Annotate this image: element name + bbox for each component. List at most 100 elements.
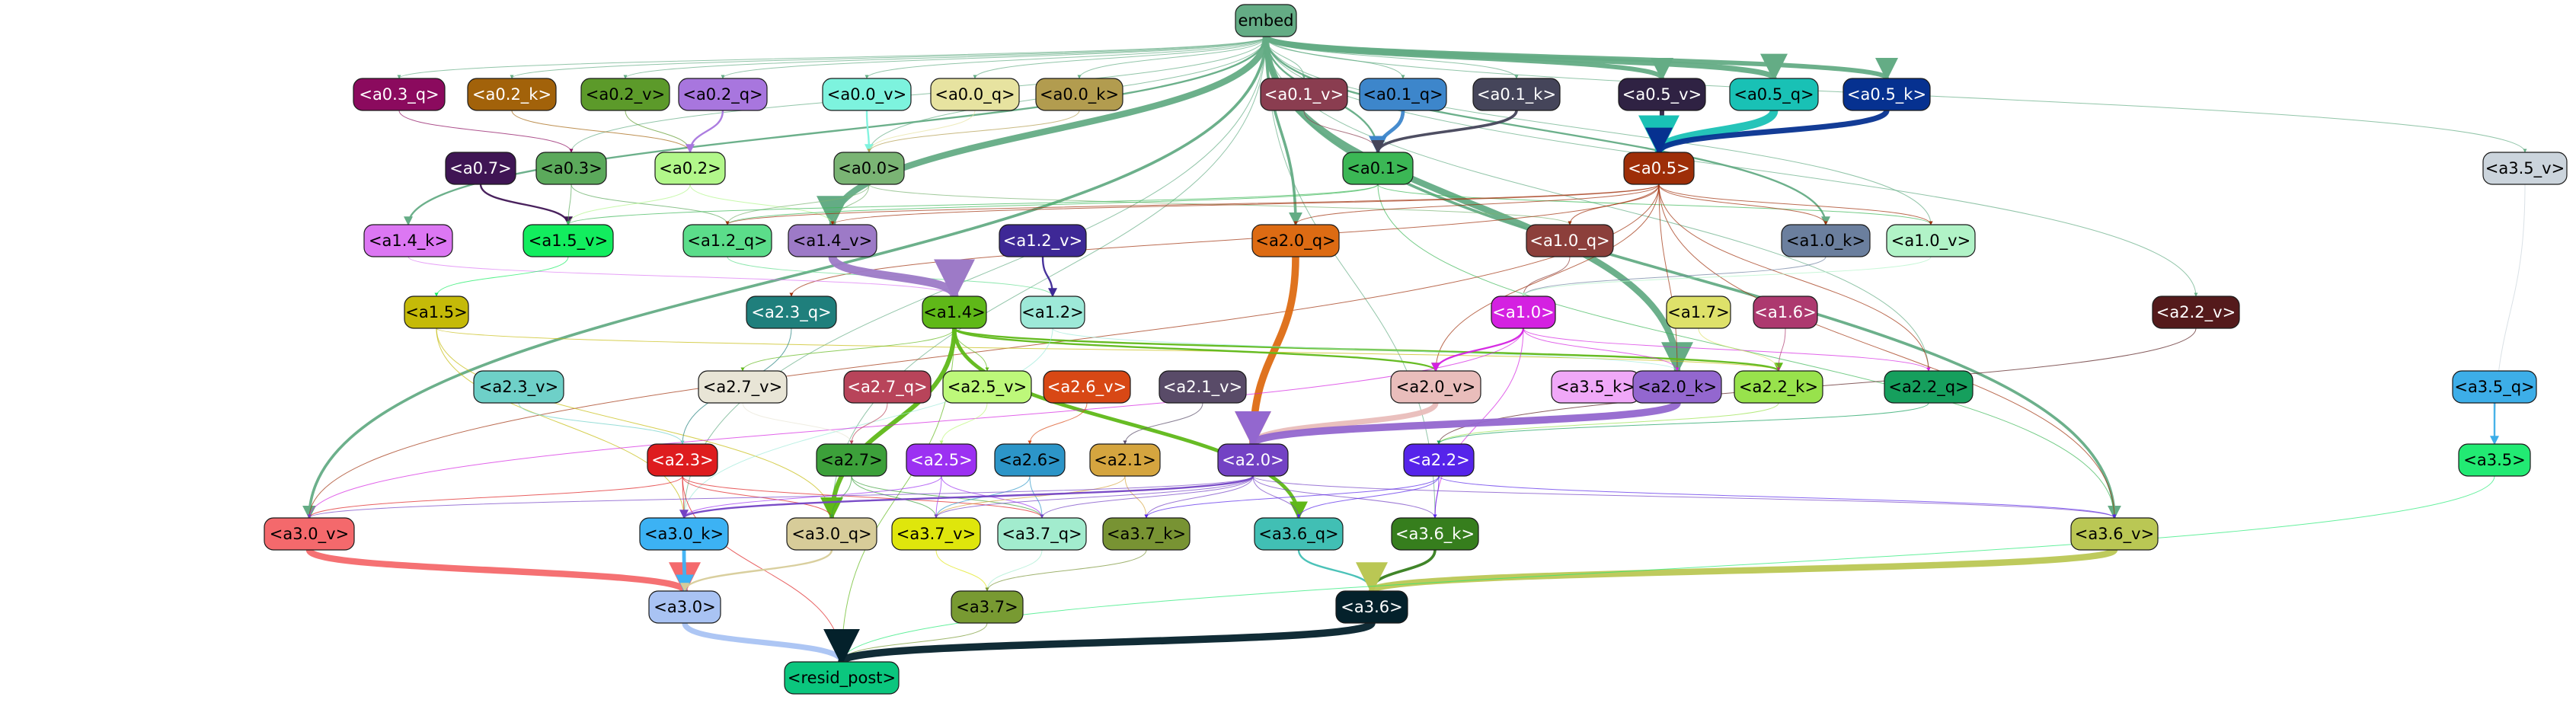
node-a1-4-k[interactable]: <a1.4_k> xyxy=(363,224,453,257)
node-a2-7-v[interactable]: <a2.7_v> xyxy=(698,370,788,404)
node-a3-6-q[interactable]: <a3.6_q> xyxy=(1254,517,1344,551)
node-a3-5-q[interactable]: <a3.5_q> xyxy=(2452,370,2537,404)
node-a0-0-k[interactable]: <a0.0_k> xyxy=(1035,78,1123,111)
node-label: <a2.2_q> xyxy=(1888,378,1968,397)
node-label: <a3.6_q> xyxy=(1258,525,1338,544)
node-a3-6-k[interactable]: <a3.6_k> xyxy=(1391,517,1479,551)
node-a0-1[interactable]: <a0.1> xyxy=(1342,152,1414,185)
edge-a1.0_v-to-a1.0 xyxy=(1521,256,1932,297)
node-label: <a0.1_q> xyxy=(1363,85,1443,104)
node-a0-3[interactable]: <a0.3> xyxy=(535,152,607,185)
node-a3-5-v[interactable]: <a3.5_v> xyxy=(2482,152,2568,185)
node-a0-3-q[interactable]: <a0.3_q> xyxy=(353,78,446,111)
node-a1-7[interactable]: <a1.7> xyxy=(1666,296,1731,329)
node-label: <a1.5> xyxy=(405,303,467,321)
node-a0-2[interactable]: <a0.2> xyxy=(654,152,726,185)
node-box xyxy=(678,78,768,111)
node-resid-post[interactable]: <resid_post> xyxy=(784,661,900,695)
node-a2-5-v[interactable]: <a2.5_v> xyxy=(942,370,1032,404)
node-a0-2-q[interactable]: <a0.2_q> xyxy=(678,78,768,111)
node-a3-0-k[interactable]: <a3.0_k> xyxy=(639,517,729,551)
node-box xyxy=(2482,152,2568,185)
node-a2-3-v[interactable]: <a2.3_v> xyxy=(473,370,564,404)
edge-a2.0-to-a3.6_q xyxy=(1252,475,1301,519)
node-a2-6[interactable]: <a2.6> xyxy=(994,443,1066,477)
node-a0-7[interactable]: <a0.7> xyxy=(445,152,516,185)
node-a3-6-v[interactable]: <a3.6_v> xyxy=(2070,517,2159,551)
node-a3-6[interactable]: <a3.6> xyxy=(1335,590,1408,624)
node-a1-6[interactable]: <a1.6> xyxy=(1753,296,1818,329)
node-a0-1-k[interactable]: <a0.1_k> xyxy=(1472,78,1561,111)
node-a2-6-v[interactable]: <a2.6_v> xyxy=(1043,370,1131,404)
node-a1-2-v[interactable]: <a1.2_v> xyxy=(999,224,1087,257)
node-a2-0[interactable]: <a2.0> xyxy=(1217,443,1289,477)
node-a3-7-v[interactable]: <a3.7_v> xyxy=(891,517,981,551)
node-a3-5-k[interactable]: <a3.5_k> xyxy=(1551,370,1641,404)
node-a3-7[interactable]: <a3.7> xyxy=(951,590,1024,624)
node-a1-5[interactable]: <a1.5> xyxy=(404,296,469,329)
node-a1-0-k[interactable]: <a1.0_k> xyxy=(1781,224,1871,257)
node-a3-7-k[interactable]: <a3.7_k> xyxy=(1102,517,1191,551)
node-a2-0-k[interactable]: <a2.0_k> xyxy=(1632,370,1722,404)
node-a2-2-q[interactable]: <a2.2_q> xyxy=(1884,370,1974,404)
node-a0-1-q[interactable]: <a0.1_q> xyxy=(1359,78,1447,111)
node-a2-1[interactable]: <a2.1> xyxy=(1089,443,1161,477)
node-a0-5-q[interactable]: <a0.5_q> xyxy=(1729,78,1819,111)
node-a3-7-q[interactable]: <a3.7_q> xyxy=(997,517,1087,551)
node-a2-3-q[interactable]: <a2.3_q> xyxy=(746,296,837,329)
node-a1-2-q[interactable]: <a1.2_q> xyxy=(682,224,772,257)
node-a1-0[interactable]: <a1.0> xyxy=(1491,296,1556,329)
node-label: <a3.0_q> xyxy=(791,525,871,544)
node-a0-0-q[interactable]: <a0.0_q> xyxy=(930,78,1020,111)
node-a1-4-v[interactable]: <a1.4_v> xyxy=(788,224,877,257)
node-a2-0-q[interactable]: <a2.0_q> xyxy=(1251,224,1340,257)
node-a1-5-v[interactable]: <a1.5_v> xyxy=(523,224,614,257)
node-a1-2[interactable]: <a1.2> xyxy=(1020,296,1085,329)
node-a3-0[interactable]: <a3.0> xyxy=(648,590,721,624)
edge-a2.6_v-to-a2.6 xyxy=(1028,402,1088,445)
node-a3-0-v[interactable]: <a3.0_v> xyxy=(264,517,355,551)
node-label: <a1.5_v> xyxy=(529,232,608,251)
node-a0-0-v[interactable]: <a0.0_v> xyxy=(822,78,912,111)
node-a2-1-v[interactable]: <a2.1_v> xyxy=(1159,370,1247,404)
node-a3-0-q[interactable]: <a3.0_q> xyxy=(786,517,877,551)
edge-embed-to-a1.4_v xyxy=(817,36,1270,228)
edge-a2.2-to-a3.7_k xyxy=(1144,475,1440,519)
edge-a0.3-to-a1.5_v xyxy=(566,184,572,225)
node-a2-0-v[interactable]: <a2.0_v> xyxy=(1390,370,1481,404)
node-a2-2-v[interactable]: <a2.2_v> xyxy=(2152,296,2240,329)
node-a0-5[interactable]: <a0.5> xyxy=(1623,152,1695,185)
node-a0-0[interactable]: <a0.0> xyxy=(833,152,905,185)
node-a2-5[interactable]: <a2.5> xyxy=(906,443,977,477)
node-a2-7-q[interactable]: <a2.7_q> xyxy=(843,370,932,404)
node-box xyxy=(1884,370,1974,404)
node-a0-1-v[interactable]: <a0.1_v> xyxy=(1260,78,1348,111)
node-label: <a3.7> xyxy=(956,598,1018,616)
node-a0-2-k[interactable]: <a0.2_k> xyxy=(467,78,557,111)
node-a2-3[interactable]: <a2.3> xyxy=(647,443,718,477)
node-a0-5-k[interactable]: <a0.5_k> xyxy=(1843,78,1931,111)
edge-a1.4_v-to-a1.4 xyxy=(828,255,975,301)
edge-a1.5-to-a2.2_k xyxy=(436,328,1781,372)
node-box xyxy=(580,78,670,111)
node-a1-0-q[interactable]: <a1.0_q> xyxy=(1526,224,1614,257)
edge-a3.6-to-resid_post xyxy=(824,619,1376,666)
edge-a0.5-to-a2.0_k xyxy=(1658,184,1680,372)
node-a2-2-k[interactable]: <a2.2_k> xyxy=(1734,370,1823,404)
edge-a0.1-to-a1.0_v xyxy=(1377,184,1933,225)
node-a2-2[interactable]: <a2.2> xyxy=(1403,443,1475,477)
node-a3-5[interactable]: <a3.5> xyxy=(2458,443,2531,477)
edge-a2.1-to-a3.7_k xyxy=(1124,475,1149,519)
edge-a0.0-to-a1.4_v xyxy=(830,184,870,225)
node-a2-7[interactable]: <a2.7> xyxy=(816,443,887,477)
node-a1-0-v[interactable]: <a1.0_v> xyxy=(1886,224,1976,257)
edge-a2.3-to-a3.7_q xyxy=(682,475,1044,519)
edge-a1.5_v-to-a1.5 xyxy=(434,256,569,297)
node-a0-5-v[interactable]: <a0.5_v> xyxy=(1618,78,1706,111)
node-box xyxy=(1729,78,1819,111)
node-a0-2-v[interactable]: <a0.2_v> xyxy=(580,78,670,111)
edge-a3.0_k-to-a3.0 xyxy=(675,549,694,593)
node-a1-4[interactable]: <a1.4> xyxy=(922,296,987,329)
node-layer: embed <a0.3_q> <a0.2_k> <a0.2_v><a0.2_q> <a0… xyxy=(264,4,2568,695)
node-embed[interactable]: embed xyxy=(1235,4,1297,37)
